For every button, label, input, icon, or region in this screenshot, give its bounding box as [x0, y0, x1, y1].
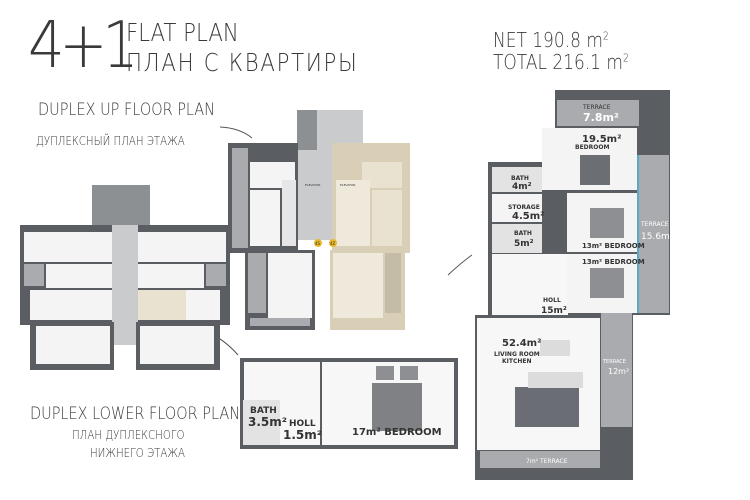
small-floor-plan — [20, 185, 230, 370]
terrace-side-area: 15.6m² — [641, 232, 674, 242]
room-count-title: 4+1 — [28, 9, 139, 83]
arrow-right — [447, 254, 473, 276]
unit-sup: 2 — [602, 29, 609, 43]
lower-holl-area: 1.5m² — [283, 428, 322, 442]
caption-lower-en: DUPLEX LOWER FLOOR PLAN — [30, 404, 241, 424]
bedroom-2-label: 13m² BEDROOM — [582, 242, 645, 250]
living-area: 52.4m² — [502, 338, 541, 349]
unit-badge-right: 4Z — [330, 241, 336, 246]
storage-area: 4.5m² — [512, 211, 545, 222]
kitchen-name: KITCHEN — [502, 358, 532, 365]
elevator-label: ELEVATOR — [305, 183, 320, 187]
bath-1-name: BATH — [511, 175, 529, 182]
caption-up-en: DUPLEX UP FLOOR PLAN — [38, 100, 215, 120]
terrace-right-area: 12m² — [608, 367, 629, 376]
terrace-right-name: TERRACE — [602, 359, 626, 365]
title-ru: ПЛАН С КВАРТИРЫ — [126, 48, 359, 77]
terrace-side-name: TERRACE — [640, 221, 669, 228]
unit-sup: 2 — [622, 51, 629, 65]
holl-name: HOLL — [543, 297, 561, 304]
middle-floor-plan: ELEVATOR ELEVATOR 4S 4Z — [228, 110, 410, 330]
terrace-top-name: TERRACE — [582, 104, 611, 111]
terrace-bottom — [480, 451, 600, 468]
lower-holl — [281, 417, 320, 445]
unit: m — [606, 50, 623, 74]
bedroom-main-name: BEDROOM — [575, 144, 609, 151]
holl — [492, 254, 568, 318]
bedroom-main-area: 19.5m² — [582, 134, 621, 145]
holl-area: 15m² — [541, 306, 567, 316]
caption-lower-ru1: ПЛАН ДУПЛЕКСНОГО — [72, 428, 185, 442]
arrow-up — [219, 126, 253, 139]
title-en: FLAT PLAN — [126, 18, 239, 47]
caption-lower-ru2: НИЖНЕГО ЭТАЖА — [90, 446, 185, 460]
bath-1 — [492, 167, 542, 192]
terrace-side — [639, 155, 669, 313]
lower-bedroom-label: 17m² BEDROOM — [352, 427, 442, 438]
elevator-label: ELEVATOR — [340, 183, 355, 187]
net-value: NET 190.8 — [493, 28, 581, 52]
net-area: NET 190.8 m2 — [493, 28, 609, 52]
total-value: TOTAL 216.1 — [493, 50, 602, 74]
unit: m — [586, 28, 603, 52]
terrace-right — [601, 313, 632, 427]
bedroom-3-label: 13m² BEDROOM — [582, 258, 645, 266]
bath-2-area: 5m² — [514, 239, 534, 249]
terrace-bottom-label: 7m² TERRACE — [526, 458, 568, 465]
bath-2-name: BATH — [514, 230, 532, 237]
storage — [492, 194, 542, 222]
lower-bath-name: BATH — [250, 406, 277, 416]
lower-holl-name: HOLL — [289, 419, 316, 429]
terrace-top-area: 7.8m² — [583, 111, 619, 124]
lower-bath — [243, 400, 280, 445]
caption-up-ru: ДУПЛЕКСНЫЙ ПЛАН ЭТАЖА — [36, 134, 185, 148]
bath-2 — [492, 224, 542, 253]
storage-name: STORAGE — [508, 204, 540, 211]
terrace-top — [557, 100, 639, 126]
bath-1-area: 4m² — [512, 182, 532, 192]
upper-floor-plan: TERRACE 7.8m² 19.5m² BEDROOM BATH 4m² ST… — [475, 90, 674, 480]
total-area: TOTAL 216.1 m2 — [493, 50, 629, 74]
lower-bath-area: 3.5m² — [248, 415, 287, 429]
unit-badge-left: 4S — [315, 241, 321, 246]
living-name: LIVING ROOM — [494, 351, 540, 358]
lower-floor-plan: BATH 3.5m² HOLL 1.5m² 17m² BEDROOM — [240, 358, 458, 449]
